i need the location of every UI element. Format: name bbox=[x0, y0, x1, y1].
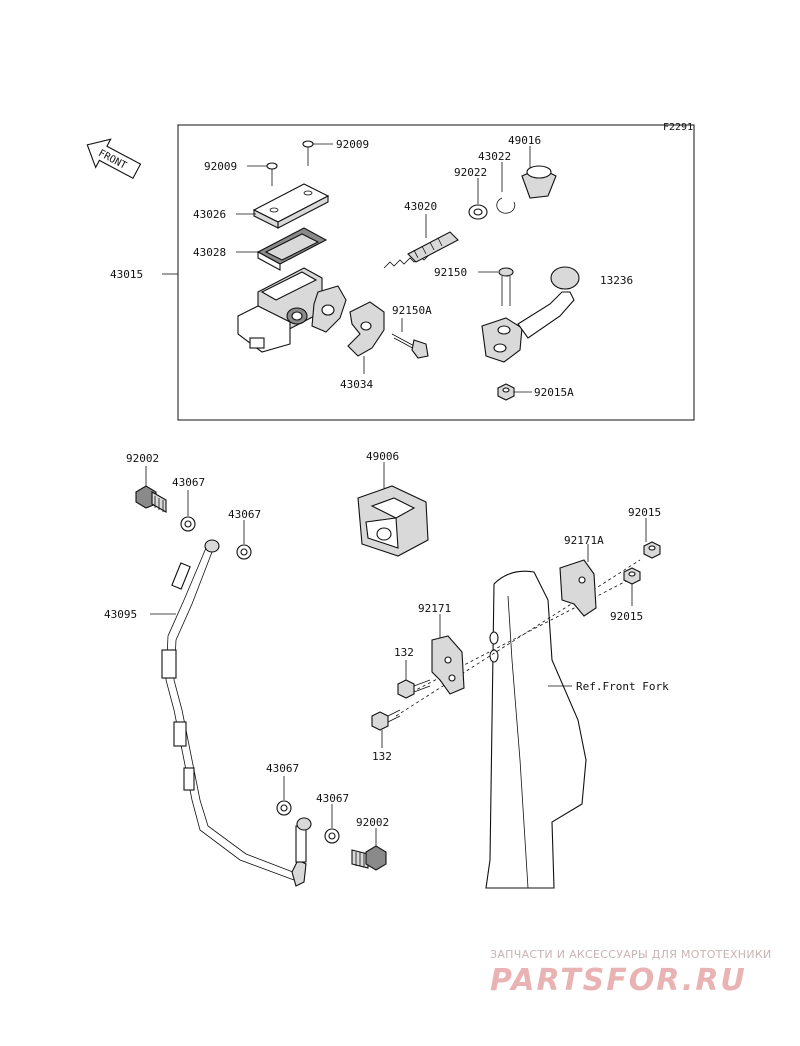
part-label-132-bottom: 132 bbox=[372, 750, 392, 763]
washer-43067-c bbox=[276, 800, 292, 816]
part-label-92150: 92150 bbox=[434, 266, 467, 279]
bracket-92171 bbox=[431, 635, 465, 695]
part-label-43067-c: 43067 bbox=[266, 762, 299, 775]
part-label-92002-top: 92002 bbox=[126, 452, 159, 465]
banjo-bolt-92002-top bbox=[135, 485, 167, 513]
front-direction-arrow-icon: FRONT bbox=[86, 138, 142, 179]
front-fork-reference bbox=[485, 570, 587, 889]
nut-92015-bottom bbox=[623, 567, 641, 585]
part-label-13236: 13236 bbox=[600, 274, 633, 287]
part-label-43034: 43034 bbox=[340, 378, 373, 391]
piston-kit-43020 bbox=[383, 231, 459, 269]
reservoir-cap-43026 bbox=[252, 183, 330, 229]
clutch-hose-43095 bbox=[161, 539, 312, 887]
part-label-92002-bottom: 92002 bbox=[356, 816, 389, 829]
part-label-92015-top: 92015 bbox=[628, 506, 661, 519]
diagram-code: F2291 bbox=[663, 122, 693, 133]
washer-92022 bbox=[468, 204, 488, 220]
pivot-bolt-92150 bbox=[498, 267, 514, 306]
part-label-92171: 92171 bbox=[418, 602, 451, 615]
circlip-43022 bbox=[496, 197, 516, 214]
part-label-92009-left: 92009 bbox=[204, 160, 237, 173]
watermark-tagline: ЗАПЧАСТИ И АКСЕССУАРЫ ДЛЯ МОТОТЕХНИКИ bbox=[490, 948, 772, 961]
clamp-43034 bbox=[347, 301, 385, 357]
part-label-43020: 43020 bbox=[404, 200, 437, 213]
diaphragm-43028 bbox=[256, 227, 328, 271]
dust-boot-49016 bbox=[521, 165, 557, 199]
part-label-92009-right: 92009 bbox=[336, 138, 369, 151]
part-label-43067-b: 43067 bbox=[228, 508, 261, 521]
part-label-43067-d: 43067 bbox=[316, 792, 349, 805]
part-label-92150a: 92150A bbox=[392, 304, 432, 317]
bolt-132-top bbox=[397, 679, 431, 699]
master-cylinder-body bbox=[237, 267, 347, 353]
part-label-132-top: 132 bbox=[394, 646, 414, 659]
part-label-43028: 43028 bbox=[193, 246, 226, 259]
part-label-43067-a: 43067 bbox=[172, 476, 205, 489]
part-label-43095: 43095 bbox=[104, 608, 137, 621]
ref-front-fork-label: Ref.Front Fork bbox=[576, 680, 669, 693]
screw-92009-left bbox=[266, 162, 278, 186]
part-label-43022: 43022 bbox=[478, 150, 511, 163]
washer-43067-d bbox=[324, 828, 340, 844]
screw-92009-right bbox=[302, 140, 314, 166]
washer-43067-b bbox=[236, 544, 252, 560]
master-cylinder-assembly-box bbox=[177, 124, 695, 421]
part-label-43026: 43026 bbox=[193, 208, 226, 221]
bolt-132-bottom bbox=[371, 709, 401, 731]
bolt-92150a bbox=[391, 333, 429, 359]
nut-92015a bbox=[497, 383, 515, 401]
nut-92015-top bbox=[643, 541, 661, 559]
part-label-43015: 43015 bbox=[110, 268, 143, 281]
bracket-92171a bbox=[559, 559, 597, 617]
watermark-logo: PARTSFOR.RU bbox=[490, 963, 747, 998]
part-label-92015-bottom: 92015 bbox=[610, 610, 643, 623]
part-label-92171a: 92171A bbox=[564, 534, 604, 547]
part-label-92015a: 92015A bbox=[534, 386, 574, 399]
part-label-49016: 49016 bbox=[508, 134, 541, 147]
part-label-49006: 49006 bbox=[366, 450, 399, 463]
clutch-lever-13236 bbox=[481, 266, 580, 363]
banjo-bolt-92002-bottom bbox=[351, 845, 387, 871]
part-label-92022: 92022 bbox=[454, 166, 487, 179]
hose-holder-49006 bbox=[357, 485, 429, 557]
washer-43067-a bbox=[180, 516, 196, 532]
